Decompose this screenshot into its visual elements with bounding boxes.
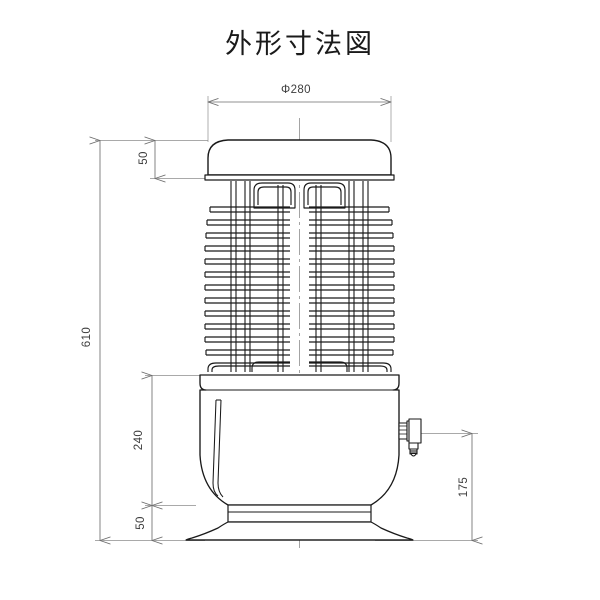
instrument-outline	[185, 139, 422, 541]
cable-connector	[398, 418, 422, 457]
louver-stack	[204, 181, 395, 372]
dimension-lines	[95, 96, 478, 541]
main-body	[199, 374, 400, 506]
top-cap	[204, 139, 395, 181]
pedestal-base	[185, 504, 414, 541]
